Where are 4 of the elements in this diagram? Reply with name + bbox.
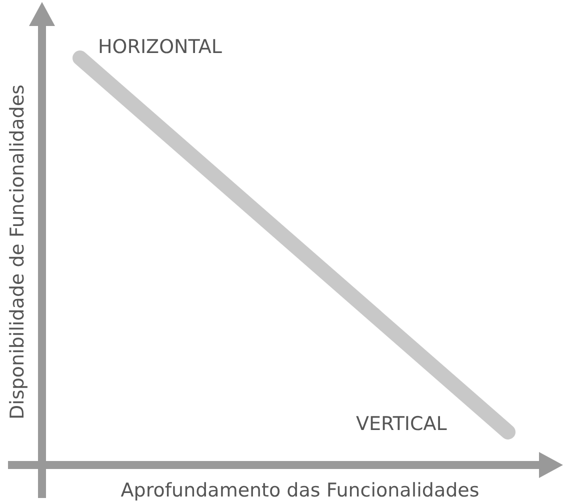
line-label: VERTICAL (356, 415, 447, 434)
line-label: HORIZONTAL (98, 38, 222, 57)
axis-title: Aprofundamento das Funcionalidades (120, 482, 480, 500)
axis-title: Disponibilidade de Funcionalidades (8, 84, 28, 420)
